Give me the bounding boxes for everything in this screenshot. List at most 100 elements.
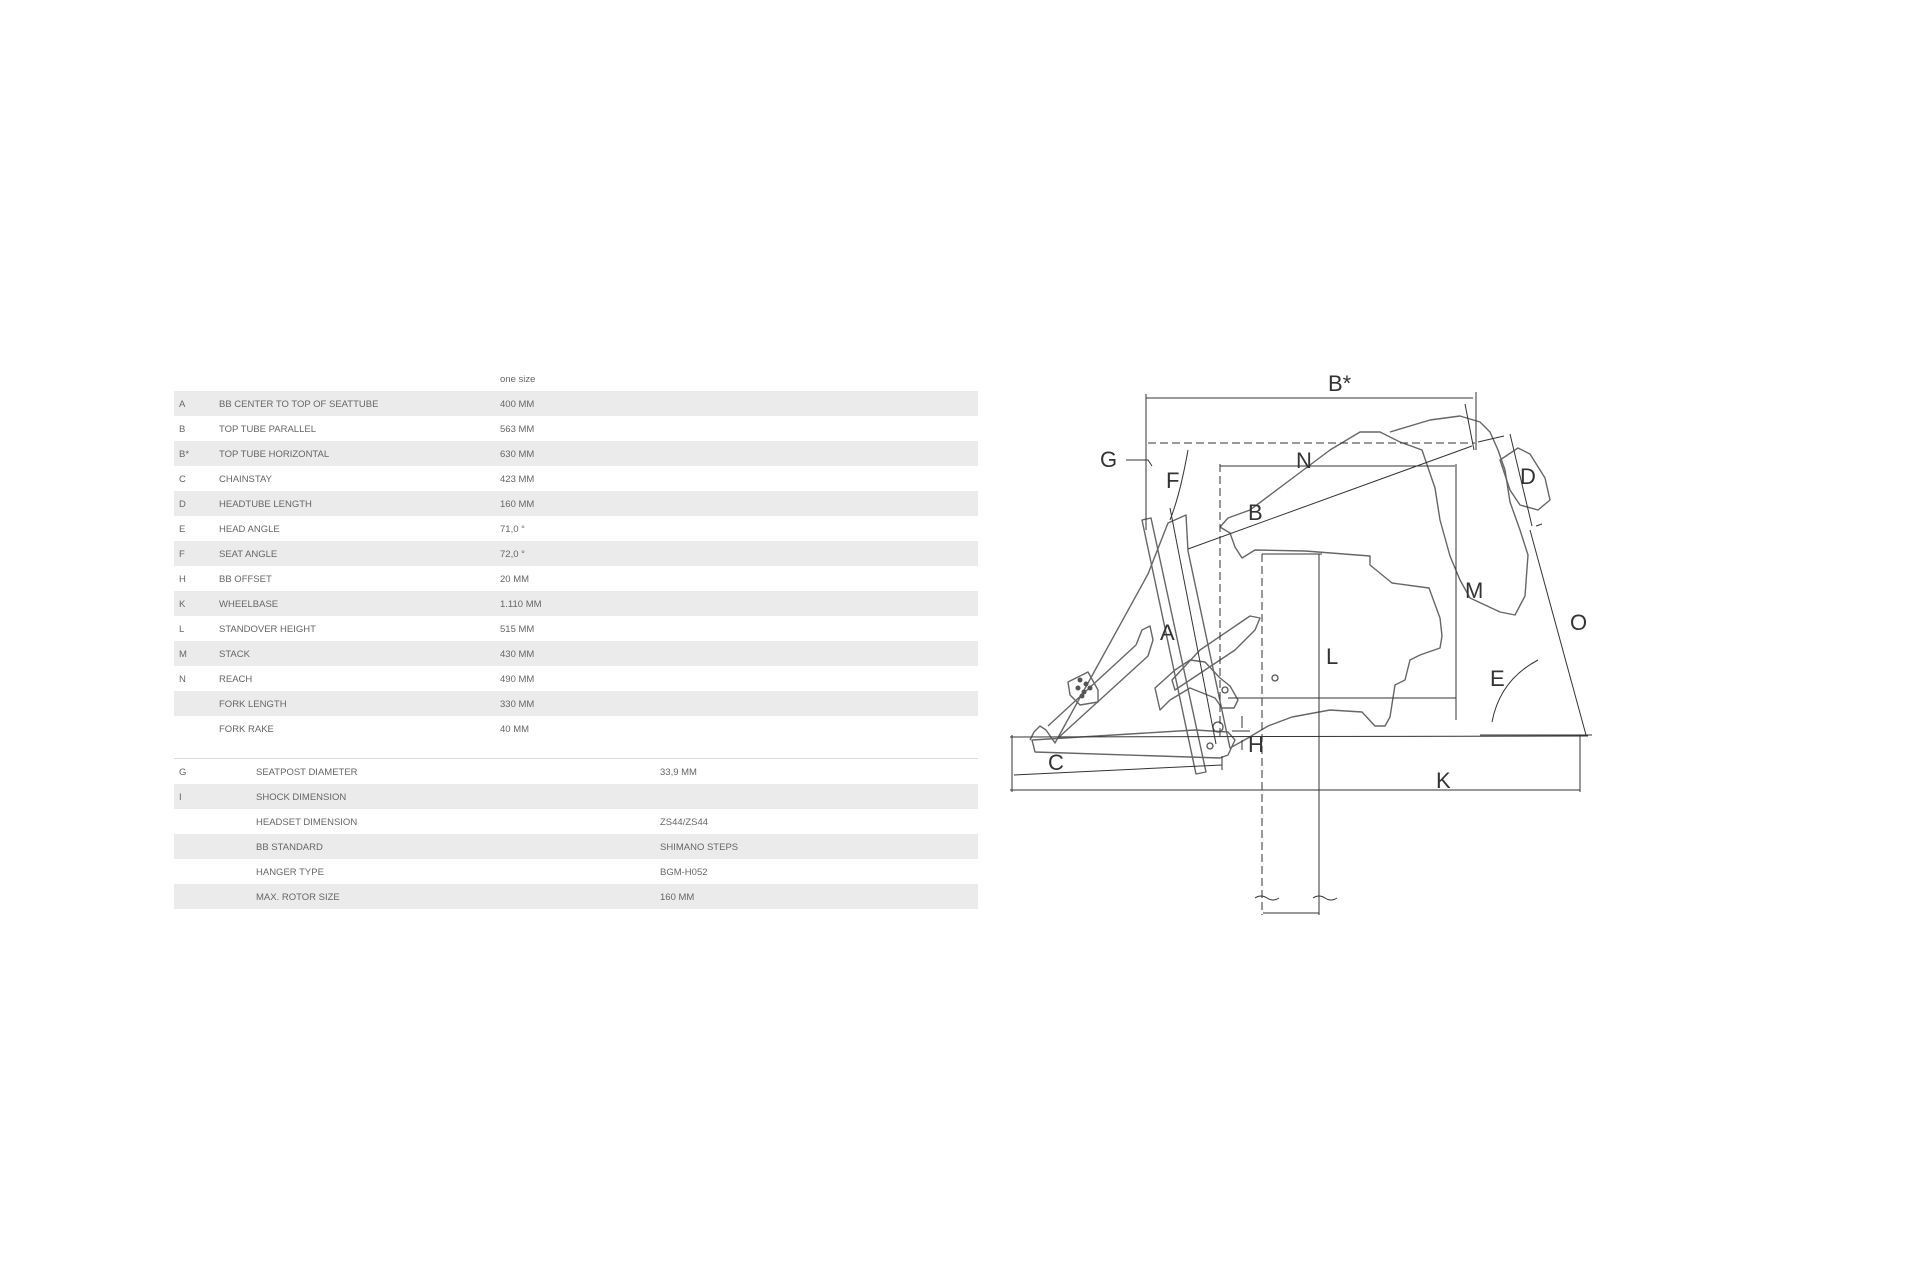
row-label: FORK RAKE	[219, 724, 274, 735]
table-row: FORK LENGTH 330 MM	[174, 691, 978, 716]
row-label: STACK	[219, 649, 250, 660]
table-row: C CHAINSTAY 423 MM	[174, 466, 978, 491]
dim-g-leader	[1126, 459, 1153, 467]
ground-line	[1010, 735, 1589, 738]
headtube-path	[1499, 447, 1551, 511]
table-row: L STANDOVER HEIGHT 515 MM	[174, 616, 978, 641]
row-code: M	[179, 649, 187, 660]
label-l: L	[1326, 644, 1338, 669]
seat-tube-path	[1141, 517, 1207, 775]
row-value: 160 MM	[500, 499, 535, 510]
chainstay-path	[1031, 729, 1236, 759]
row-value: 563 MM	[500, 424, 535, 435]
label-f: F	[1166, 468, 1179, 493]
component-rows: G SEATPOST DIAMETER 33,9 MM I SHOCK DIMENSIO…	[174, 759, 978, 909]
dim-b	[1187, 445, 1473, 550]
table-row: HEADSET DIMENSION ZS44/ZS44	[174, 809, 978, 834]
table-row: E HEAD ANGLE 71,0 °	[174, 516, 978, 541]
label-c: C	[1048, 750, 1064, 775]
row-label: WHEELBASE	[219, 599, 279, 610]
row-code: N	[179, 674, 186, 685]
label-g: G	[1100, 447, 1117, 472]
label-b-star: B*	[1328, 371, 1352, 396]
row-code: A	[179, 399, 186, 410]
dim-e-arc	[1491, 659, 1539, 723]
table-row: B* TOP TUBE HORIZONTAL 630 MM	[174, 441, 978, 466]
row-code: C	[179, 474, 186, 485]
table-row: I SHOCK DIMENSION	[174, 784, 978, 809]
row-value: 71,0 °	[500, 524, 525, 535]
table-row: G SEATPOST DIAMETER 33,9 MM	[174, 759, 978, 784]
bike-frame-diagram: B* G F N D B M A L O E C H K	[1010, 371, 1592, 915]
row-label: TOP TUBE PARALLEL	[219, 424, 316, 435]
row-value: 72,0 °	[500, 549, 525, 560]
row-label: HEADTUBE LENGTH	[219, 499, 312, 510]
table-row: A BB CENTER TO TOP OF SEATTUBE 400 MM	[174, 391, 978, 416]
row-label: STANDOVER HEIGHT	[219, 624, 316, 635]
row-value: 430 MM	[500, 649, 535, 660]
row-value: 515 MM	[500, 624, 535, 635]
frame-outline	[1029, 415, 1551, 775]
row-label: SEATPOST DIAMETER	[256, 767, 358, 778]
row-value: SHIMANO STEPS	[660, 842, 739, 853]
row-code: G	[179, 767, 187, 778]
row-value: BGM-H052	[660, 867, 708, 878]
row-label: HEADSET DIMENSION	[256, 817, 358, 828]
row-value: 33,9 MM	[660, 767, 697, 778]
row-label: SHOCK DIMENSION	[256, 792, 347, 803]
label-k: K	[1436, 768, 1451, 793]
row-label: BB CENTER TO TOP OF SEATTUBE	[219, 399, 379, 410]
row-code: L	[179, 624, 185, 635]
table-row: FORK RAKE 40 MM	[174, 716, 978, 741]
label-b: B	[1248, 500, 1263, 525]
row-code: H	[179, 574, 186, 585]
table-row: MAX. ROTOR SIZE 160 MM	[174, 884, 978, 909]
row-label: HEAD ANGLE	[219, 524, 280, 535]
label-o: O	[1570, 610, 1587, 635]
dropout-plate-path	[1067, 671, 1099, 706]
label-h: H	[1248, 732, 1264, 757]
table-row: H BB OFFSET 20 MM	[174, 566, 978, 591]
row-value: 400 MM	[500, 399, 535, 410]
pivots	[1206, 674, 1279, 750]
dim-a	[1169, 507, 1217, 745]
shock-mount-path	[1171, 615, 1261, 691]
row-value: 630 MM	[500, 449, 535, 460]
main-frame-path	[1029, 415, 1529, 749]
size-column-header: one size	[500, 374, 536, 385]
row-label: FORK LENGTH	[219, 699, 287, 710]
label-m: M	[1465, 578, 1483, 603]
seat-stay-path	[1047, 625, 1154, 739]
row-value: 423 MM	[500, 474, 535, 485]
row-value: 160 MM	[660, 892, 695, 903]
row-code: E	[179, 524, 186, 535]
label-e: E	[1490, 666, 1505, 691]
row-label: CHAINSTAY	[219, 474, 272, 485]
row-value: 40 MM	[500, 724, 530, 735]
row-code: F	[179, 549, 185, 560]
row-code: K	[179, 599, 186, 610]
table-row: M STACK 430 MM	[174, 641, 978, 666]
row-value: ZS44/ZS44	[660, 817, 709, 828]
row-label: SEAT ANGLE	[219, 549, 278, 560]
table-row: HANGER TYPE BGM-H052	[174, 859, 978, 884]
row-code: I	[179, 792, 182, 803]
row-value: 20 MM	[500, 574, 530, 585]
dim-o	[1529, 529, 1587, 736]
components-table: G SEATPOST DIAMETER 33,9 MM I SHOCK DIMENSIO…	[174, 758, 978, 909]
row-label: TOP TUBE HORIZONTAL	[219, 449, 330, 460]
row-label: MAX. ROTOR SIZE	[256, 892, 340, 903]
row-value: 330 MM	[500, 699, 535, 710]
table-row: F SEAT ANGLE 72,0 °	[174, 541, 978, 566]
row-label: HANGER TYPE	[256, 867, 324, 878]
row-value: 490 MM	[500, 674, 535, 685]
row-label: BB OFFSET	[219, 574, 272, 585]
frame-bolts	[1075, 677, 1093, 699]
row-code: B*	[179, 449, 190, 460]
